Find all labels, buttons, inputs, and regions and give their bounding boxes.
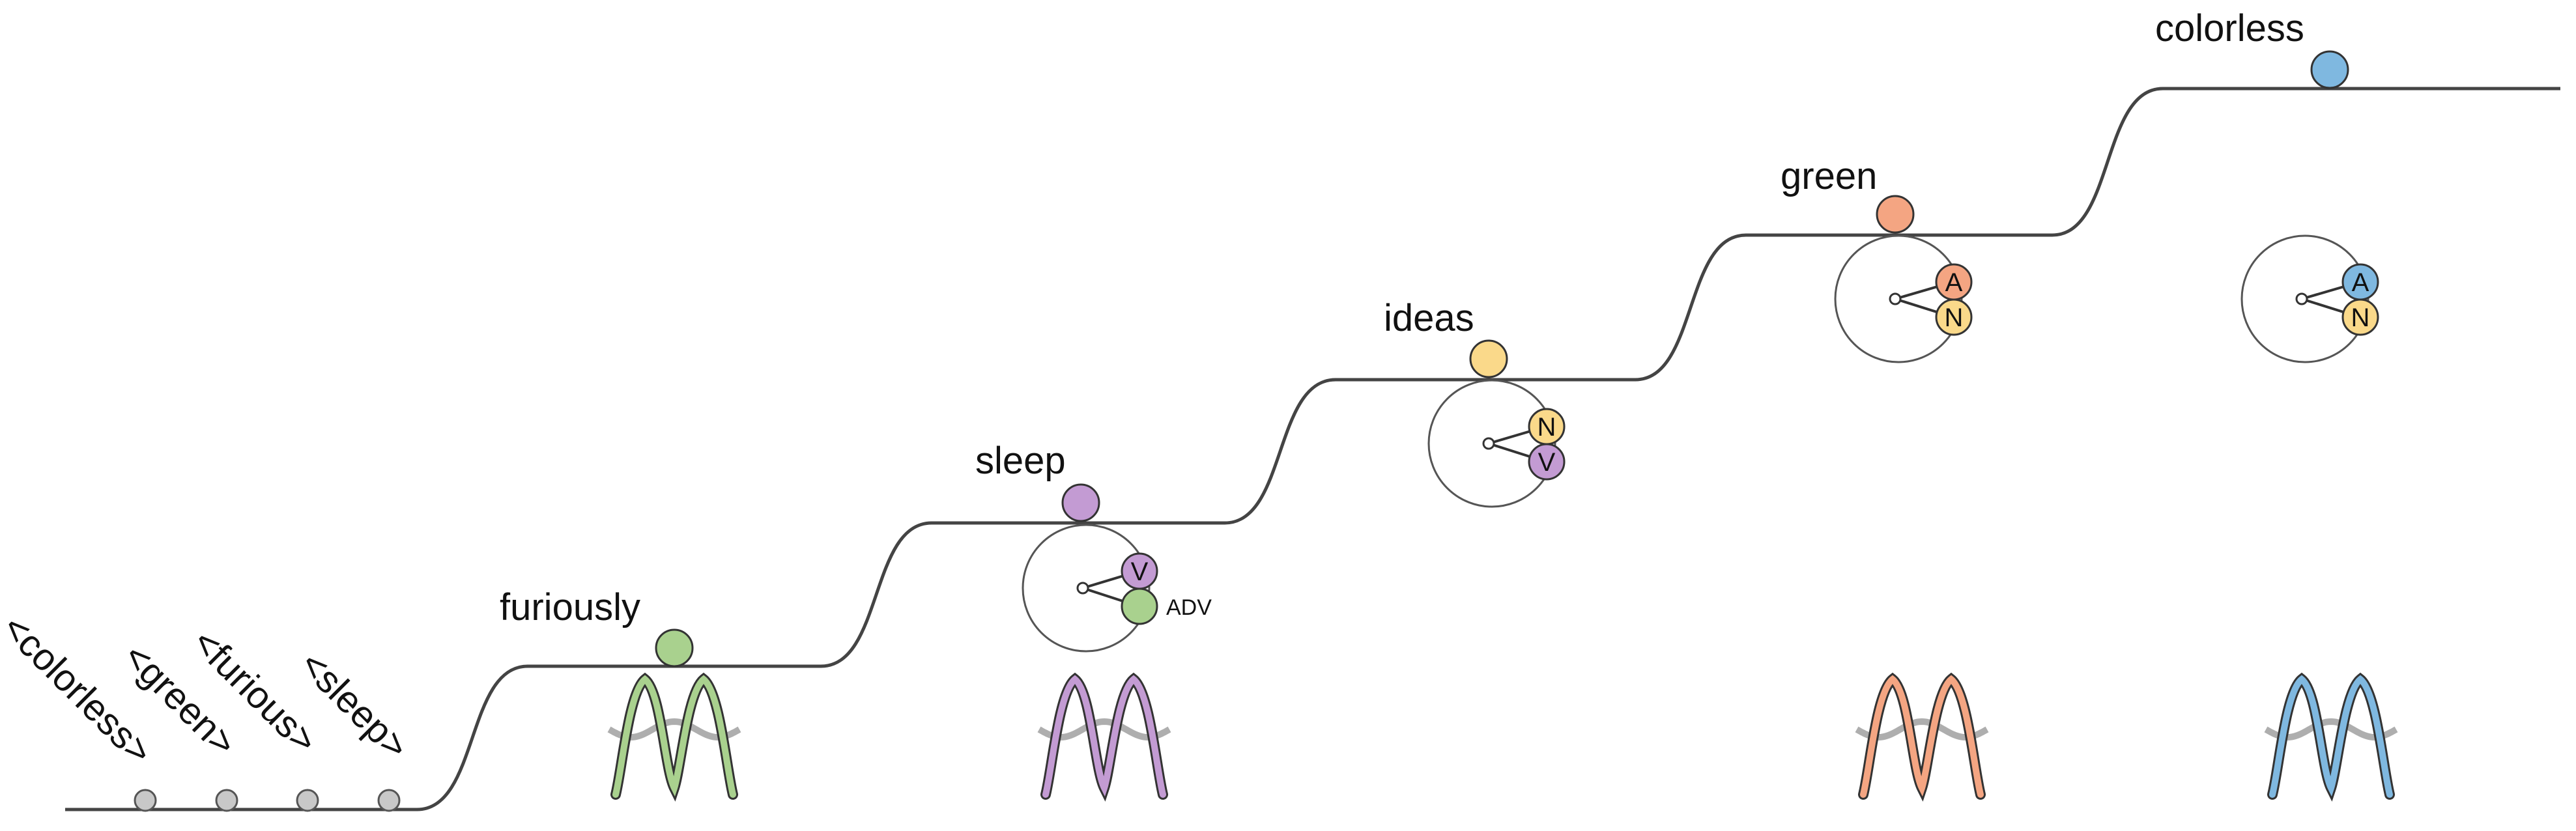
wave-color bbox=[2269, 675, 2393, 798]
dial-ring bbox=[1834, 234, 1963, 363]
step-word: green bbox=[1781, 155, 1877, 197]
token-dot bbox=[215, 789, 238, 812]
wave-color bbox=[612, 675, 736, 798]
dial-sleep: V ADV bbox=[1022, 524, 1212, 653]
dial-pivot bbox=[1482, 437, 1495, 450]
step-ball bbox=[1061, 483, 1100, 522]
step-ball bbox=[1876, 195, 1915, 234]
dial-node-bottom-label: V bbox=[1538, 448, 1556, 477]
staircase-line bbox=[65, 87, 2560, 811]
dial-ring bbox=[1022, 524, 1151, 653]
step-ball bbox=[655, 628, 694, 668]
step-furiously: furiously bbox=[500, 586, 694, 668]
step-colorless: colorless bbox=[2155, 7, 2349, 89]
dial-node-bottom-label: N bbox=[1945, 303, 1964, 332]
token-dot bbox=[134, 789, 157, 812]
wave-color bbox=[1860, 675, 1984, 798]
tag-sleep: <sleep> bbox=[292, 643, 417, 768]
dial-pivot bbox=[2295, 292, 2308, 305]
wave-glyph-sleep bbox=[1037, 672, 1171, 802]
step-ball bbox=[1469, 339, 1508, 378]
dial-node-bottom-label: N bbox=[2351, 303, 2370, 332]
dial-colorless: A N bbox=[2240, 234, 2379, 363]
oscillation-waves bbox=[607, 672, 2398, 802]
step-word: sleep bbox=[975, 440, 1066, 482]
dial-side-label: ADV bbox=[1166, 595, 1212, 620]
step-word: furiously bbox=[500, 586, 640, 628]
input-tokens: <colorless> <green> <furious> <sleep> bbox=[0, 606, 417, 812]
dial-pivot bbox=[1076, 582, 1089, 595]
wave-color bbox=[1042, 675, 1166, 798]
wave-glyph-furiously bbox=[607, 672, 741, 802]
dial-ring bbox=[1427, 379, 1556, 508]
dial-node-bottom bbox=[1528, 443, 1566, 481]
dial-ring bbox=[2240, 234, 2369, 363]
step-ball bbox=[2310, 50, 2349, 89]
dial-node-top-label: A bbox=[2352, 268, 2369, 297]
dial-pivot bbox=[1889, 292, 1902, 305]
dial-node-top-label: N bbox=[1538, 413, 1556, 442]
dial-green: A N bbox=[1834, 234, 1973, 363]
step-sleep: sleep bbox=[975, 440, 1100, 522]
dial-node-bottom bbox=[1935, 298, 1973, 336]
dial-ideas: N V bbox=[1427, 379, 1566, 508]
step-word: colorless bbox=[2155, 7, 2304, 49]
dial-node-bottom bbox=[2341, 298, 2379, 336]
token-dot bbox=[377, 789, 401, 812]
wave-glyph-colorless bbox=[2264, 672, 2398, 802]
step-ideas: ideas bbox=[1384, 297, 1508, 378]
wave-glyph-green bbox=[1855, 672, 1989, 802]
token-dot bbox=[296, 789, 319, 812]
dial-node-top-label: A bbox=[1945, 268, 1963, 297]
tag-colorless: <colorless> bbox=[0, 606, 161, 773]
dial-node-top-label: V bbox=[1131, 557, 1149, 586]
step-word: ideas bbox=[1384, 297, 1474, 339]
step-green: green bbox=[1781, 155, 1915, 234]
dial-node-bottom bbox=[1121, 587, 1158, 625]
